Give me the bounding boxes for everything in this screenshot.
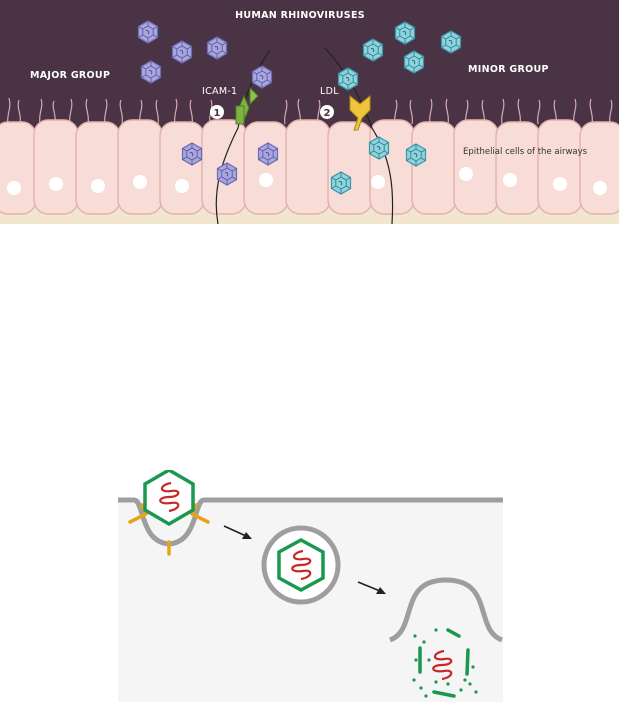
icam-1-receptor — [235, 86, 259, 125]
arrow-1 — [223, 525, 252, 539]
virus-at-surface — [143, 470, 195, 527]
icam-1-label: ICAM-1 — [202, 86, 237, 97]
receptor-2-number: 2 — [324, 108, 331, 119]
opening-endosome — [388, 577, 503, 643]
arrow-2 — [357, 581, 386, 594]
ldl-receptor — [349, 94, 371, 131]
diagram-title: HUMAN RHINOVIRUSES — [235, 10, 365, 21]
uncoating-capsid — [412, 628, 478, 698]
receptor-1-badge — [210, 105, 224, 119]
cell-nuclei — [7, 167, 607, 195]
major-group-label: MAJOR GROUP — [30, 70, 110, 81]
rhinovirus-receptor-diagram: HUMAN RHINOVIRUSES MAJOR GROUP MINOR GRO… — [0, 0, 619, 224]
epithelial-cells-label: Epithelial cells of the airways — [463, 147, 588, 157]
epithelial-cells — [0, 119, 619, 215]
ldl-label: LDL — [320, 86, 339, 97]
minor-group-label: MINOR GROUP — [468, 64, 549, 75]
receptor-2-badge — [320, 105, 334, 119]
minor-entry-path — [324, 47, 394, 224]
endosome-with-virus — [261, 525, 341, 605]
receptor-1-number: 1 — [214, 108, 221, 119]
viral-uncoating-diagram — [118, 470, 503, 702]
